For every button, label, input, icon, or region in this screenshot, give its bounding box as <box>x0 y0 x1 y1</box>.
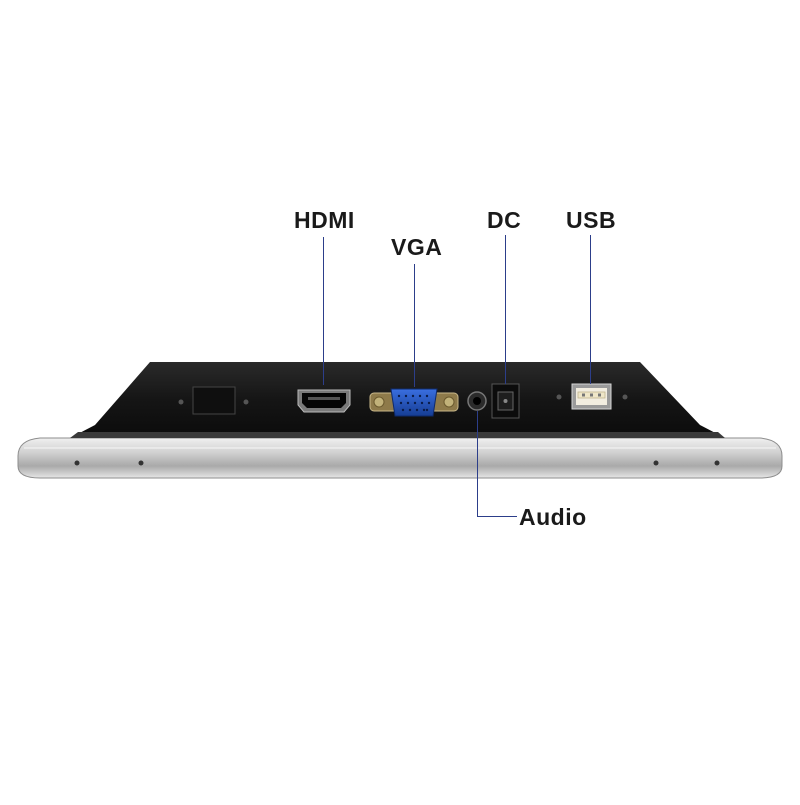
hdmi-label: HDMI <box>294 207 355 233</box>
audio-jack-icon <box>467 391 487 411</box>
screw-hole-icon <box>714 460 720 466</box>
screw-hole-icon <box>178 399 184 405</box>
usb-label: USB <box>566 207 617 233</box>
vga-port-icon <box>369 388 459 417</box>
dc-power-jack-icon <box>491 383 520 419</box>
dc-leader-line <box>505 235 506 384</box>
screw-hole-icon <box>556 394 562 400</box>
hdmi-leader-line <box>323 237 324 385</box>
audio-label: Audio <box>519 504 587 530</box>
screw-hole-icon <box>653 460 659 466</box>
screw-hole-icon <box>74 460 80 466</box>
vga-leader-line <box>414 264 415 387</box>
screw-hole-icon <box>622 394 628 400</box>
usb-leader-line <box>590 235 591 384</box>
usb-port-icon <box>571 383 612 410</box>
screw-hole-icon <box>243 399 249 405</box>
monitor-bezel <box>17 437 783 479</box>
vent-cover-icon <box>192 386 236 415</box>
hdmi-port-icon <box>297 389 351 413</box>
dc-label: DC <box>487 207 522 233</box>
vga-label: VGA <box>391 234 443 260</box>
audio-leader-line-vertical <box>477 411 478 517</box>
audio-leader-line-horizontal <box>477 516 517 517</box>
screw-hole-icon <box>138 460 144 466</box>
